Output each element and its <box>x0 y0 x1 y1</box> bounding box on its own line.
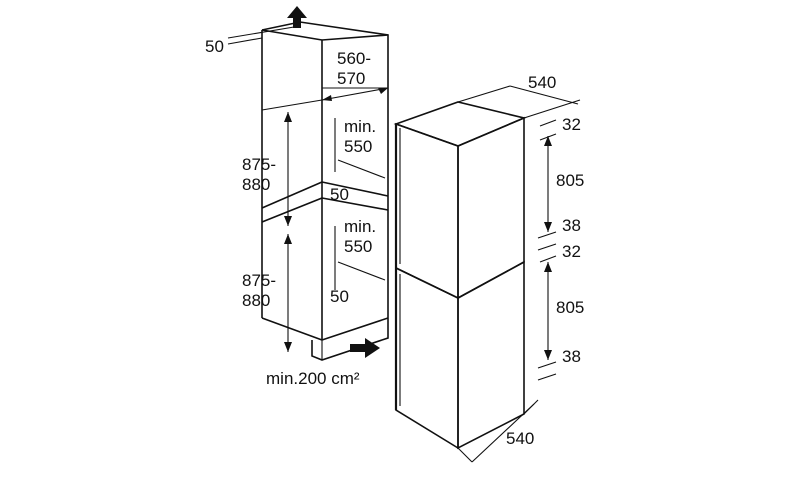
niche-height-dimension-lower <box>284 234 292 352</box>
niche-depth-lower-line2: 550 <box>344 237 372 256</box>
niche-width-dimension <box>321 87 389 101</box>
appliance-upper-height-label: 805 <box>556 171 584 190</box>
appliance-upper-gap-top-label: 32 <box>562 115 581 134</box>
air-inlet-arrow-icon <box>350 338 380 358</box>
appliance-upper-unit <box>393 101 527 300</box>
niche-height-lower-line1: 875- <box>242 271 276 290</box>
niche-top-gap-label: 50 <box>205 37 224 56</box>
appliance-top-width-dimension <box>457 85 581 119</box>
niche-depth-lower-line1: min. <box>344 217 376 236</box>
niche-depth-dimension-lower <box>334 226 386 290</box>
air-outlet-arrow-icon <box>287 6 307 28</box>
appliance-upper-height-dimension <box>537 119 557 251</box>
niche-depth-dimension-upper <box>334 118 386 179</box>
appliance-upper-gap-bottom-label: 38 <box>562 216 581 235</box>
appliance-bottom-width-label: 540 <box>506 429 534 448</box>
appliance-lower-gap-top-label: 32 <box>562 242 581 261</box>
niche-shelf-upper-label: 50 <box>330 185 349 204</box>
niche-height-lower-line2: 880 <box>242 291 270 310</box>
appliance-bottom-width-dimension <box>457 399 539 463</box>
niche-height-dimension-upper <box>284 112 292 226</box>
ventilation-area-label: min.200 cm² <box>266 369 360 388</box>
niche-shelf-lower-label: 50 <box>330 287 349 306</box>
niche-height-upper-line2: 880 <box>242 175 270 194</box>
appliance-top-width-label: 540 <box>528 73 556 92</box>
niche-width-label-line2: 570 <box>337 69 365 88</box>
niche-height-upper-line1: 875- <box>242 155 276 174</box>
appliance-lower-height-dimension <box>537 255 557 381</box>
niche-depth-upper-line2: 550 <box>344 137 372 156</box>
niche-cabinet <box>227 21 389 361</box>
appliance-lower-height-label: 805 <box>556 298 584 317</box>
appliance-lower-gap-bottom-label: 38 <box>562 347 581 366</box>
niche-depth-upper-line1: min. <box>344 117 376 136</box>
appliance-lower-unit <box>394 260 525 450</box>
niche-width-label-line1: 560- <box>337 49 371 68</box>
